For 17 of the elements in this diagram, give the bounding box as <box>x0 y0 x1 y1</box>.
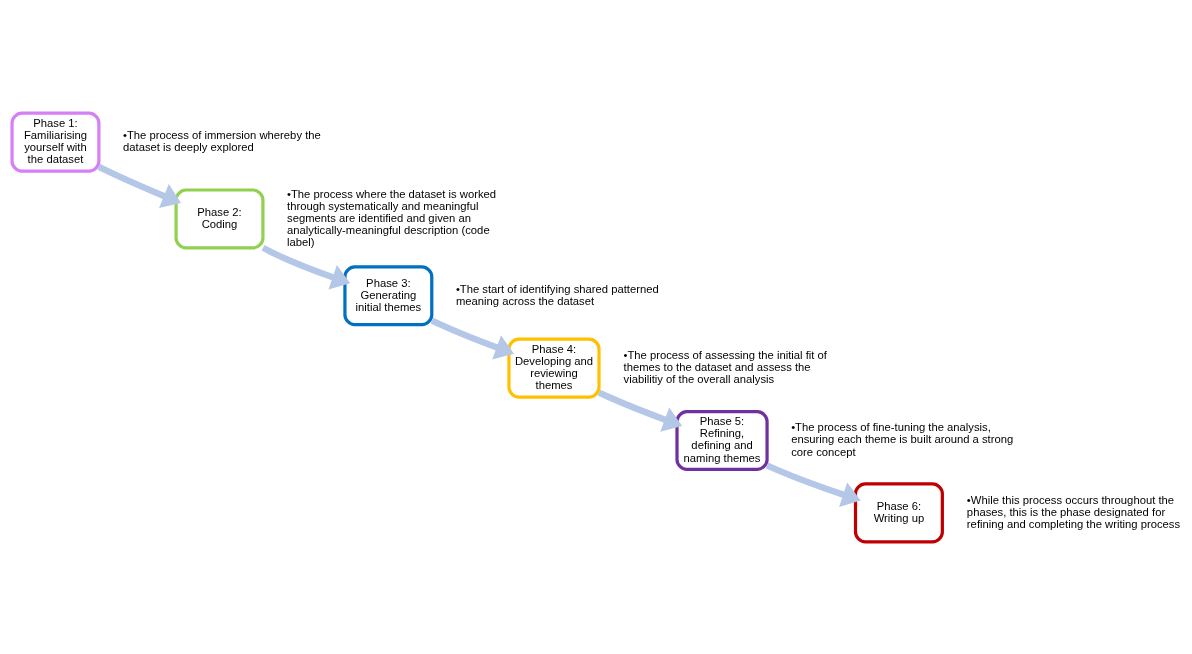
arrow <box>261 244 351 289</box>
node-box: Phase 2: Coding <box>174 187 265 249</box>
arrow <box>597 389 683 432</box>
node-box: Phase 4: Developing and reviewing themes <box>507 337 601 399</box>
arrow <box>765 462 861 507</box>
node-label: •The process where the dataset is worked through systematically and meaningful segments are identified and given an analytically-meaningful description (code label) <box>287 187 497 248</box>
node-box: Phase 1: Familiarising yourself with the dataset <box>10 111 101 173</box>
node-label: •The process of fine-tuning the analysis, ensuring each theme is built around a strong core concept <box>791 420 1014 458</box>
node-box: Phase 6: Writing up <box>853 481 944 543</box>
node-label: •The process of immersion whereby the dataset is deeply explored <box>123 128 321 153</box>
arrow <box>430 317 514 360</box>
node-label: •While this process occurs throughout the phases, this is the phase designated for refining and completing the writing process <box>966 493 1181 530</box>
node-box: Phase 5: Refining, defining and naming themes <box>675 409 769 471</box>
node-label: •The start of identifying shared patterned meaning across the dataset <box>455 282 659 307</box>
node-label: •The process of assessing the initial fit of themes to the dataset and assess the viabilitiy of the overall analysis <box>623 348 827 385</box>
arrow <box>97 163 181 208</box>
node-box: Phase 3: Generating initial themes <box>343 264 434 326</box>
